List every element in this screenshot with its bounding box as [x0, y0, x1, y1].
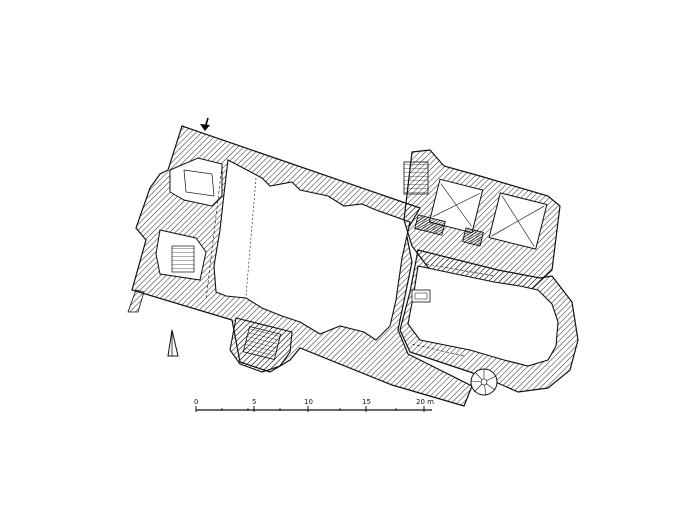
choir-interior	[407, 265, 559, 367]
west-chamber-vault	[183, 169, 215, 197]
scale-tick-20: 20 m	[416, 398, 434, 406]
tower-room-left	[428, 178, 484, 234]
scale-tick-0: 0	[194, 398, 198, 406]
west-chamber-north	[169, 157, 223, 207]
scale-bar: 0 5 10 15 20 m	[194, 398, 434, 412]
scale-tick-15: 15	[362, 398, 371, 406]
choir-step-line	[425, 263, 495, 277]
north-arrow-icon	[167, 329, 179, 357]
entrance-arrow-icon	[200, 117, 210, 131]
tower-stair-block	[403, 161, 429, 195]
nave-interior	[213, 159, 411, 341]
south-porch	[229, 317, 293, 373]
scale-tick-10: 10	[304, 398, 313, 406]
nave-and-west-block	[131, 125, 473, 407]
west-buttress	[127, 289, 145, 313]
choir-and-apse	[399, 249, 579, 396]
west-gallery-line	[205, 165, 223, 301]
dark-fill-left	[414, 214, 446, 236]
dark-fill-right	[462, 227, 484, 247]
scale-tick-5: 5	[252, 398, 256, 406]
choir-floor-slab	[411, 289, 431, 303]
west-stair	[171, 245, 195, 273]
